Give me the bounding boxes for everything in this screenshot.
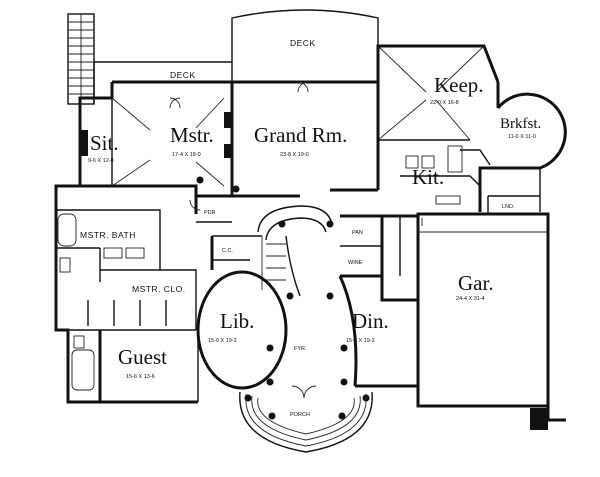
columns — [196, 176, 370, 420]
kitchen-fixtures — [405, 145, 463, 205]
deck-outlines — [93, 9, 379, 104]
guest-dims: 15-6 X 13-6 — [126, 374, 155, 380]
gar-dims: 24-4 X 31-4 — [456, 296, 485, 302]
porch-label: PORCH — [290, 412, 310, 418]
mstr-dims: 17-4 X 18-0 — [172, 152, 201, 158]
brkfst-dims: 11-0 X 11-0 — [508, 134, 536, 140]
sit-dims: 9-6 X 12-8 — [88, 158, 114, 164]
exterior-stair — [67, 13, 95, 105]
guest-label: Guest — [118, 345, 167, 369]
porch — [239, 391, 373, 453]
din-dims: 15-2 X 19-2 — [346, 338, 375, 344]
wine-label: WINE — [348, 260, 363, 266]
mstr-bath-label: MSTR. BATH — [80, 230, 136, 240]
pdr-label: PDR — [204, 210, 216, 216]
garage-details — [418, 218, 548, 233]
grand-label: Grand Rm. — [254, 123, 347, 147]
breakfast-bay — [496, 92, 567, 212]
kit-label: Kit. — [412, 165, 444, 189]
pan-label: PAN — [352, 230, 363, 236]
keep-ceiling — [377, 45, 485, 141]
deck-left-label: DECK — [170, 70, 196, 80]
dining-outline — [338, 275, 358, 387]
lib-dims: 15-0 X 19-2 — [208, 338, 237, 344]
grand-dims: 23-8 X 19-0 — [280, 152, 309, 158]
gar-label: Gar. — [458, 271, 494, 295]
din-label: Din. — [352, 309, 389, 333]
interior-walls — [56, 82, 540, 402]
keep-label: Keep. — [434, 73, 484, 97]
curved-stair — [257, 205, 333, 297]
doors — [169, 81, 317, 399]
mstr-label: Mstr. — [170, 123, 214, 147]
brkfst-label: Brkfst. — [500, 116, 541, 132]
fyr-label: FYR. — [294, 346, 307, 352]
deck-upper-label: DECK — [290, 38, 316, 48]
keep-dims: 22-0 X 16-8 — [430, 100, 459, 106]
sit-label: Sit. — [90, 131, 119, 155]
bath-fixtures — [57, 213, 145, 391]
library-oval — [196, 270, 288, 390]
mstr-ceiling — [111, 97, 225, 187]
lib-label: Lib. — [220, 309, 254, 333]
lnd-label: LND. — [502, 204, 515, 210]
cc-label: C.C. — [222, 248, 233, 254]
mstr-clo-label: MSTR. CLO. — [132, 284, 186, 294]
